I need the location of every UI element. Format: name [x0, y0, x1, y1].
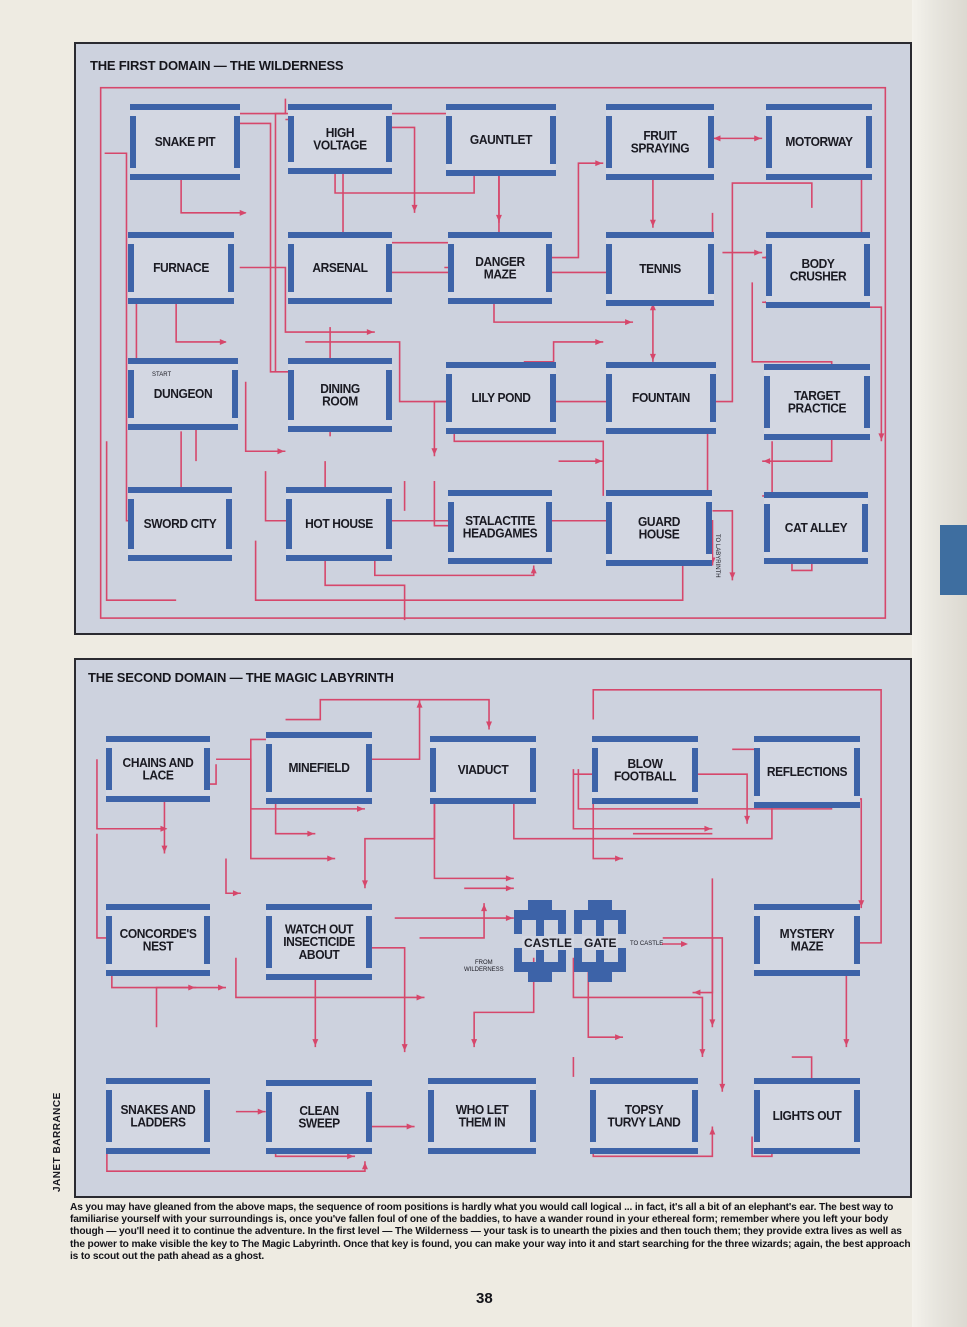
room-snakes-and-ladders: SNAKES AND LADDERS: [106, 1078, 210, 1154]
room-body-crusher: BODY CRUSHER: [766, 232, 870, 308]
room-concordes-nest: CONCORDE'S NEST: [106, 904, 210, 976]
room-gauntlet: GAUNTLET: [446, 104, 556, 176]
room-dungeon: START DUNGEON: [128, 358, 238, 430]
edge-color-bar: [940, 525, 967, 595]
room-minefield: MINEFIELD: [266, 732, 372, 804]
room-fruit-spraying: FRUIT SPRAYING: [606, 104, 714, 180]
room-label: DUNGEON: [153, 386, 213, 402]
room-label: STALACTITE HEADGAMES: [462, 513, 538, 541]
room-label: DINING ROOM: [320, 381, 360, 409]
room-label: MINEFIELD: [288, 760, 350, 776]
room-label: SNAKES AND LADDERS: [120, 1102, 196, 1130]
start-tag: START: [152, 372, 172, 378]
wilderness-map: THE FIRST DOMAIN — THE WILDERNESS: [74, 42, 912, 635]
room-topsy-turvy-land: TOPSY TURVY LAND: [590, 1078, 698, 1154]
room-label: CHAINS AND LACE: [122, 755, 194, 783]
room-label: HOT HOUSE: [305, 516, 373, 532]
room-label: CLEAN SWEEP: [298, 1103, 340, 1131]
room-guard-house: GUARD HOUSE: [606, 490, 712, 566]
room-label: TENNIS: [639, 261, 681, 277]
wilderness-title: THE FIRST DOMAIN — THE WILDERNESS: [90, 58, 344, 73]
room-tennis: TENNIS: [606, 232, 714, 306]
room-viaduct: VIADUCT: [430, 736, 536, 804]
room-lights-out: LIGHTS OUT: [754, 1078, 860, 1154]
room-label: TOPSY TURVY LAND: [607, 1102, 681, 1130]
room-target-practice: TARGET PRACTICE: [764, 364, 870, 440]
room-blow-football: BLOW FOOTBALL: [592, 736, 698, 804]
room-hot-house: HOT HOUSE: [286, 487, 392, 561]
credit: JANET BARRANCE: [52, 1092, 63, 1192]
page-number: 38: [476, 1290, 493, 1307]
room-label: BODY CRUSHER: [789, 256, 847, 284]
to-castle-arrow: [662, 941, 688, 947]
room-label: CONCORDE'S NEST: [119, 926, 197, 954]
room-danger-maze: DANGER MAZE: [448, 232, 552, 304]
room-label: MYSTERY MAZE: [779, 926, 835, 954]
from-wilderness-note: FROM WILDERNESS: [464, 960, 504, 973]
to-labyrinth-note: TO LABYRINTH: [714, 534, 720, 578]
room-furnace: FURNACE: [128, 232, 234, 304]
room-mystery-maze: MYSTERY MAZE: [754, 904, 860, 976]
room-label: REFLECTIONS: [766, 764, 848, 780]
room-label: LILY POND: [471, 390, 531, 406]
room-watch-out-insecticide-about: WATCH OUT INSECTICIDE ABOUT: [266, 904, 372, 980]
page-edge: [912, 0, 967, 1327]
room-label: WATCH OUT INSECTICIDE ABOUT: [283, 922, 355, 962]
room-reflections: REFLECTIONS: [754, 736, 860, 808]
room-label: BLOW FOOTBALL: [613, 756, 677, 784]
room-label: CAT ALLEY: [784, 520, 848, 536]
room-label: MOTORWAY: [785, 134, 853, 150]
caption: As you may have gleaned from the above m…: [70, 1202, 911, 1262]
room-motorway: MOTORWAY: [766, 104, 872, 180]
room-lily-pond: LILY POND: [446, 362, 556, 434]
room-sword-city: SWORD CITY: [128, 487, 232, 561]
room-who-let-them-in: WHO LET THEM IN: [428, 1078, 536, 1154]
room-cat-alley: CAT ALLEY: [764, 492, 868, 564]
room-clean-sweep: CLEAN SWEEP: [266, 1080, 372, 1154]
room-label: TARGET PRACTICE: [787, 388, 847, 416]
labyrinth-title: THE SECOND DOMAIN — THE MAGIC LABYRINTH: [88, 670, 394, 685]
room-stalactite-headgames: STALACTITE HEADGAMES: [448, 490, 552, 564]
labyrinth-map: THE SECOND DOMAIN — THE MAGIC LABYRINTH: [74, 658, 912, 1198]
castle-gate: CASTLE GATE: [514, 900, 626, 982]
room-label: FOUNTAIN: [632, 390, 690, 406]
castle-gate-shape: [514, 900, 626, 982]
room-label: FRUIT SPRAYING: [630, 128, 690, 156]
room-label: HIGH VOLTAGE: [313, 125, 367, 153]
room-label: GUARD HOUSE: [638, 514, 680, 542]
room-arsenal: ARSENAL: [288, 232, 392, 304]
room-label: SNAKE PIT: [154, 134, 216, 150]
room-snake-pit: SNAKE PIT: [130, 104, 240, 180]
room-label: VIADUCT: [457, 762, 509, 778]
room-fountain: FOUNTAIN: [606, 362, 716, 434]
gate-label: GATE: [582, 936, 619, 950]
room-label: DANGER MAZE: [475, 254, 525, 282]
room-label: WHO LET THEM IN: [455, 1102, 509, 1130]
to-castle-note: TO CASTLE: [630, 941, 664, 947]
room-label: GAUNTLET: [469, 132, 533, 148]
room-label: ARSENAL: [312, 260, 368, 276]
room-label: FURNACE: [153, 260, 209, 276]
room-high-voltage: HIGH VOLTAGE: [288, 104, 392, 174]
room-label: SWORD CITY: [143, 516, 217, 532]
room-chains-and-lace: CHAINS AND LACE: [106, 736, 210, 802]
room-label: LIGHTS OUT: [772, 1108, 842, 1124]
room-dining-room: DINING ROOM: [288, 358, 392, 432]
castle-label: CASTLE: [522, 936, 574, 950]
